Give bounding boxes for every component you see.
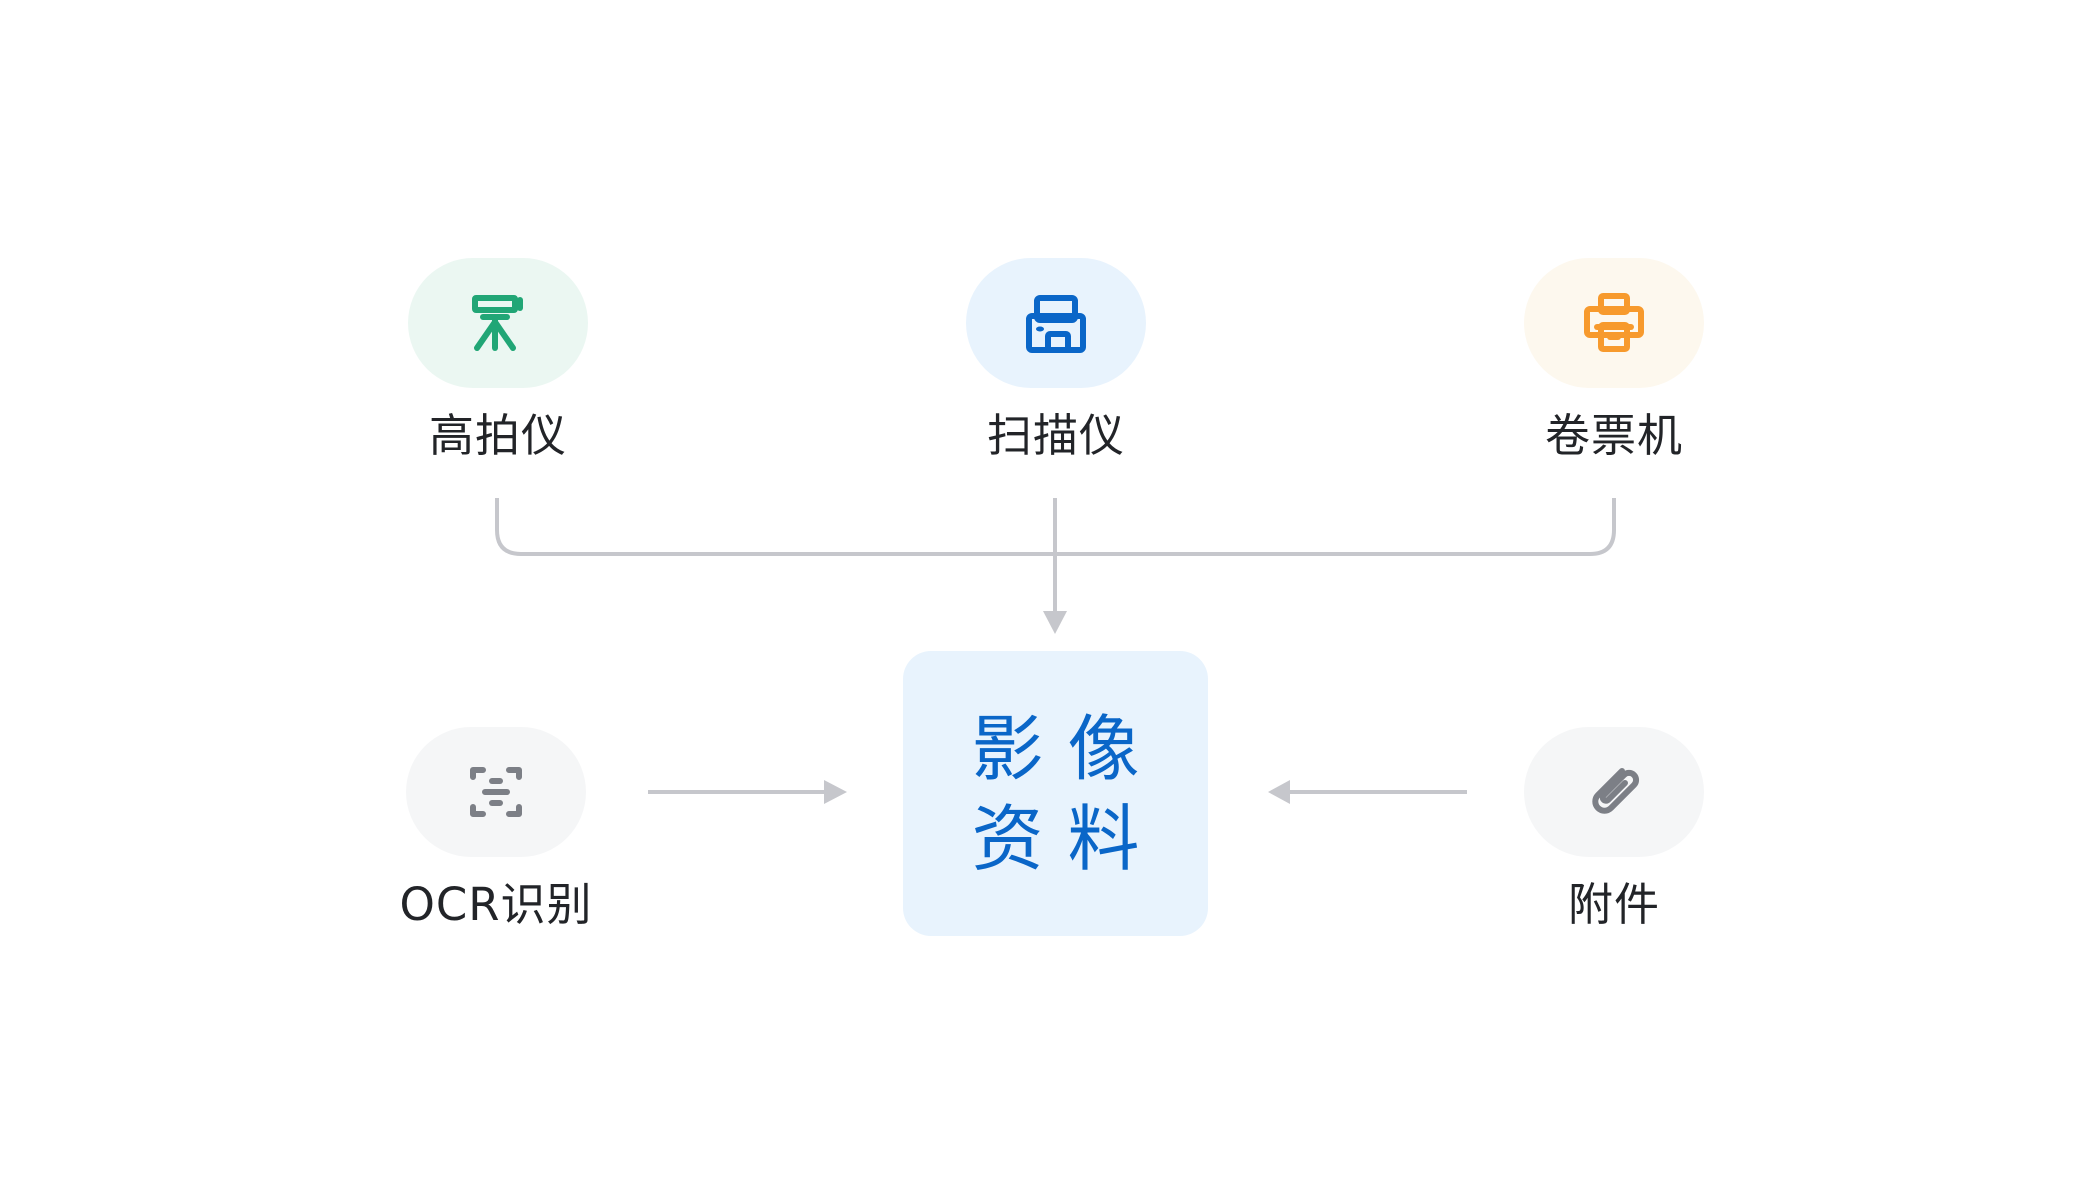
source-node-ocr[interactable]: OCR识别 [399, 727, 592, 931]
paperclip-icon [1592, 768, 1640, 814]
source-node-saomiao[interactable]: 扫描仪 [966, 258, 1146, 462]
center-title-line2: 资料 [971, 796, 1164, 881]
source-node-juanpiao[interactable]: 卷票机 [1524, 258, 1704, 462]
source-label: 高拍仪 [428, 409, 568, 462]
printer-icon [1584, 293, 1644, 352]
source-label: 扫描仪 [986, 409, 1126, 462]
source-label: OCR识别 [399, 878, 593, 931]
icon-pill [1524, 258, 1704, 388]
source-label: 附件 [1567, 878, 1661, 931]
icon-pill [966, 258, 1146, 388]
icon-pill [408, 258, 588, 388]
icon-pill [406, 727, 586, 857]
document-camera-icon [472, 295, 523, 351]
arrow-left-head [1268, 780, 1290, 804]
source-label: 卷票机 [1544, 409, 1684, 462]
image-data-box[interactable]: 影像 资料 [903, 651, 1208, 936]
arrow-down-head [1043, 611, 1067, 634]
source-node-gaopai[interactable]: 高拍仪 [408, 258, 588, 462]
source-node-fujian[interactable]: 附件 [1524, 727, 1704, 931]
scanner-icon [1026, 295, 1086, 353]
center-title-line1: 影像 [971, 706, 1164, 791]
arrow-right-head [824, 780, 847, 804]
icon-pill [1524, 727, 1704, 857]
ocr-scan-icon [470, 767, 522, 817]
